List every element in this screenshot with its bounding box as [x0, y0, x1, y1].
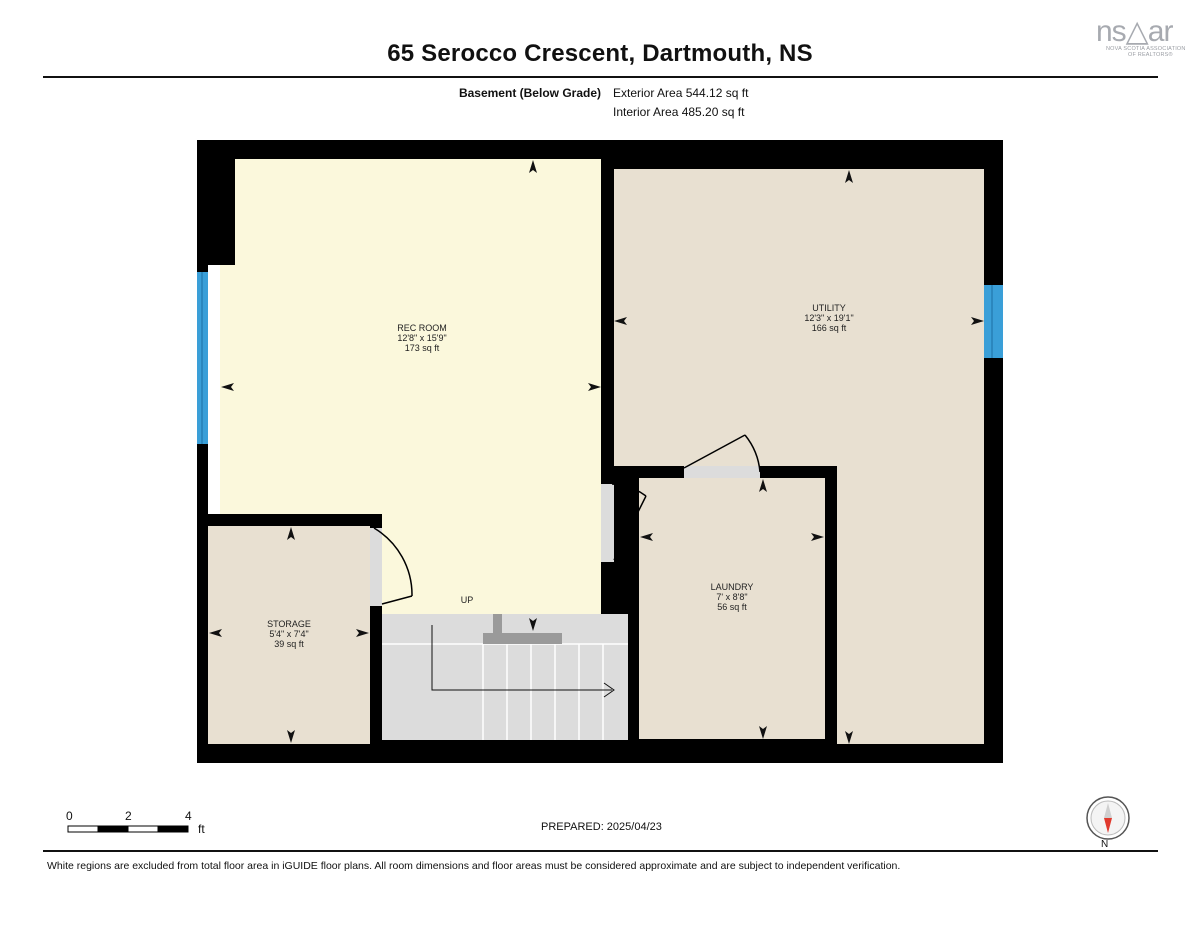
scale-bar: [67, 825, 189, 833]
room-area: 39 sq ft: [274, 639, 304, 649]
laundry-north-door-swing: [744, 434, 761, 473]
room-label-rec-room: REC ROOM 12'8" x 15'9" 173 sq ft: [352, 323, 492, 353]
compass-icon: [1086, 796, 1130, 840]
logo-subtext: NOVA SCOTIA ASSOCIATION OF REALTORS®: [1106, 46, 1186, 58]
window-east: [984, 285, 1003, 358]
laundry-west-door-opening: [601, 484, 614, 562]
room-dimensions: 7' x 8'8": [716, 592, 748, 602]
compass-needle-north: [1104, 818, 1112, 833]
scale-tick-0: 0: [66, 809, 73, 823]
page-title: 65 Serocco Crescent, Dartmouth, NS: [387, 40, 813, 67]
room-label-storage: STORAGE 5'4" x 7'4" 39 sq ft: [219, 619, 359, 649]
interior-area: Interior Area 485.20 sq ft: [613, 105, 745, 119]
compass-needle-south: [1104, 803, 1112, 818]
room-name: UTILITY: [812, 303, 846, 313]
laundry-west-door-swing: [611, 483, 647, 497]
room-dimensions: 12'8" x 15'9": [397, 333, 447, 343]
room-dimensions: 5'4" x 7'4": [269, 629, 309, 639]
room-name: LAUNDRY: [710, 582, 754, 592]
room-name: REC ROOM: [397, 323, 447, 333]
scale-unit: ft: [198, 822, 205, 836]
laundry-north-door-leaf: [683, 434, 746, 469]
utility-floor: [614, 169, 984, 744]
storage-floor: [208, 526, 370, 744]
stairs-up-label: UP: [460, 595, 474, 605]
stair-arrowhead: [603, 682, 615, 698]
room-area: 56 sq ft: [717, 602, 747, 612]
stair-newel: [483, 614, 562, 644]
header-divider: [43, 76, 1158, 78]
disclaimer-text: White regions are excluded from total fl…: [47, 860, 901, 872]
storage-door-opening: [370, 528, 382, 606]
storage-door-swing: [373, 527, 413, 597]
excluded-region: [208, 265, 220, 514]
exterior-area: Exterior Area 544.12 sq ft: [613, 86, 749, 100]
laundry-north-door-opening: [684, 466, 760, 478]
prepared-date: PREPARED: 2025/04/23: [541, 821, 662, 833]
dimension-markers: [209, 160, 984, 744]
footer-divider: [43, 850, 1158, 852]
stairs-area: [382, 614, 628, 740]
scale-tick-4: 4: [185, 809, 192, 823]
level-name: Basement (Below Grade): [458, 86, 601, 100]
stair-direction-arrow: [431, 625, 612, 691]
rec-room-floor: [220, 159, 601, 633]
room-dimensions: 12'3" x 19'1": [804, 313, 854, 323]
room-name: STORAGE: [267, 619, 311, 629]
compass-label: N: [1101, 839, 1109, 850]
nsar-logo: ns△ar NOVA SCOTIA ASSOCIATION OF REALTOR…: [1092, 12, 1192, 62]
laundry-floor: [639, 478, 825, 739]
scale-tick-2: 2: [125, 809, 132, 823]
room-label-utility: UTILITY 12'3" x 19'1" 166 sq ft: [759, 303, 899, 333]
room-area: 173 sq ft: [404, 343, 440, 353]
room-label-laundry: LAUNDRY 7' x 8'8" 56 sq ft: [662, 582, 802, 612]
logo-wordmark: ns△ar: [1096, 15, 1173, 48]
room-area: 166 sq ft: [811, 323, 847, 333]
